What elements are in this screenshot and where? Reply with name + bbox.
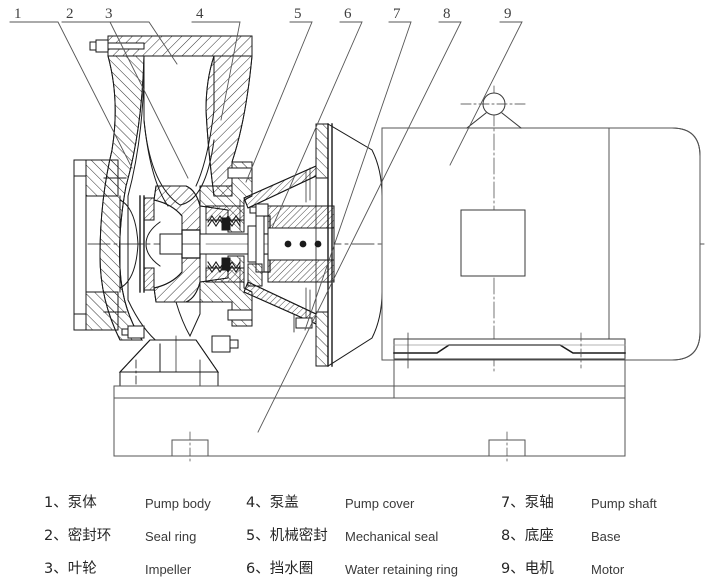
mechanical-seal <box>205 199 245 291</box>
leader-6 <box>271 21 363 229</box>
discharge-bolt <box>89 39 145 53</box>
suction-flange <box>73 159 139 331</box>
legend-label-en-1: Pump body <box>145 496 211 511</box>
callout-number-8: 8 <box>443 6 451 22</box>
legend-label-cn-4: 4、泵盖 <box>246 495 299 511</box>
pump-foot-bolt-left <box>121 325 145 339</box>
legend-label-en-4: Pump cover <box>345 496 415 511</box>
callout-numbers: 1 2 3 4 5 6 7 8 9 <box>14 6 512 22</box>
legend-label-cn-6: 6、挡水圈 <box>246 561 314 577</box>
callout-leaders <box>9 21 523 433</box>
pump-support-foot <box>118 325 239 393</box>
legend-label-cn-7: 7、泵轴 <box>501 495 554 511</box>
legend-label-cn-3: 3、叶轮 <box>44 561 97 577</box>
callout-number-9: 9 <box>504 6 512 22</box>
callout-number-7: 7 <box>393 6 401 22</box>
legend-label-cn-9: 9、电机 <box>501 561 554 577</box>
legend-label-en-3: Impeller <box>145 562 192 577</box>
parts-legend: 1、泵体 Pump body 2、密封环 Seal ring 3、叶轮 Impe… <box>0 487 707 582</box>
legend-label-en-7: Pump shaft <box>591 496 657 511</box>
callout-number-4: 4 <box>196 6 204 22</box>
lifting-eye <box>460 92 526 129</box>
legend-label-en-6: Water retaining ring <box>345 562 458 577</box>
motor-foot <box>393 332 626 369</box>
legend-label-cn-2: 2、密封环 <box>44 528 112 544</box>
base-plate <box>113 358 626 465</box>
legend-label-cn-8: 8、底座 <box>501 528 554 544</box>
leader-5 <box>245 21 313 183</box>
seal-ring <box>143 197 155 291</box>
legend-label-en-5: Mechanical seal <box>345 529 439 544</box>
leader-4 <box>191 21 241 121</box>
base-slot-left <box>171 431 209 465</box>
legend-label-en-8: Base <box>591 529 621 544</box>
legend-label-cn-1: 1、泵体 <box>44 495 97 511</box>
support-bracket <box>243 123 383 367</box>
pump-foot-bolt-right <box>211 335 239 353</box>
motor <box>381 85 701 373</box>
pump-body-casing <box>73 35 253 345</box>
leader-3 <box>100 21 178 65</box>
leader-8 <box>257 21 462 433</box>
leader-1 <box>9 21 133 169</box>
pump-shaft <box>199 205 335 287</box>
impeller <box>145 185 201 338</box>
callout-number-1: 1 <box>14 6 22 22</box>
callout-number-5: 5 <box>294 6 302 22</box>
base-slot-right <box>488 431 526 465</box>
legend-label-en-9: Motor <box>591 562 625 577</box>
leader-9 <box>449 21 523 166</box>
callout-number-6: 6 <box>344 6 352 22</box>
callout-number-3: 3 <box>105 6 113 22</box>
motor-terminal-box <box>460 209 526 277</box>
legend-label-cn-5: 5、机械密封 <box>246 528 328 544</box>
callout-number-2: 2 <box>66 6 74 22</box>
legend-label-en-2: Seal ring <box>145 529 197 544</box>
leader-7 <box>304 21 412 331</box>
